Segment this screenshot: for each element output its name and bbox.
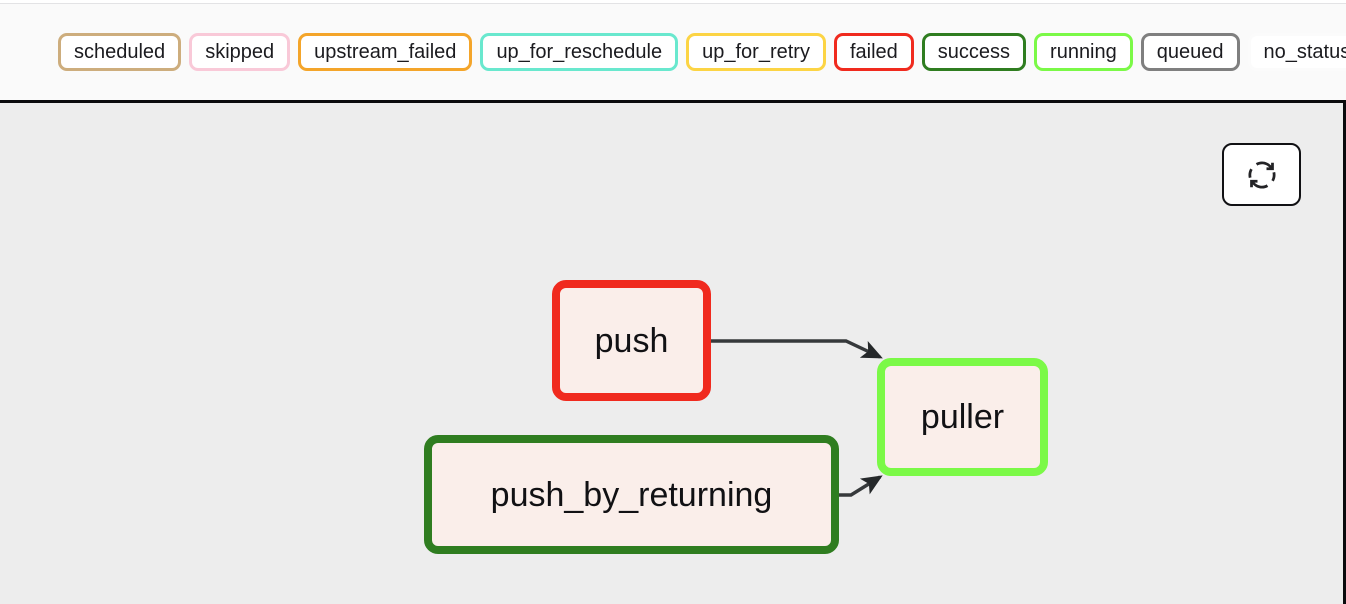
- legend-badge-label: success: [937, 41, 1011, 63]
- task-status-legend: scheduled skipped upstream_failed up_for…: [0, 4, 1346, 100]
- legend-badge-failed[interactable]: failed: [833, 33, 914, 71]
- legend-badge-skipped[interactable]: skipped: [189, 33, 291, 71]
- refresh-button[interactable]: [1222, 143, 1301, 206]
- task-node-push-by-returning[interactable]: push_by_returning: [424, 435, 839, 554]
- task-node-puller[interactable]: puller: [877, 358, 1048, 476]
- graph-canvas[interactable]: push push_by_returning puller: [0, 100, 1346, 604]
- legend-badge-label: queued: [1156, 41, 1224, 63]
- legend-badge-label: running: [1050, 41, 1117, 63]
- legend-badge-no-status[interactable]: no_status: [1247, 33, 1346, 71]
- legend-badge-label: failed: [849, 41, 898, 63]
- legend-badge-label: scheduled: [74, 41, 166, 63]
- task-node-push[interactable]: push: [552, 280, 711, 401]
- edge-push-by-returning-to-puller: [839, 475, 883, 497]
- legend-badge-scheduled[interactable]: scheduled: [58, 33, 182, 71]
- legend-badge-label: no_status: [1263, 41, 1346, 63]
- legend-badge-list: scheduled skipped upstream_failed up_for…: [58, 33, 1346, 71]
- legend-badge-queued[interactable]: queued: [1140, 33, 1240, 71]
- graph-edges: [711, 339, 883, 497]
- task-node-label: push_by_returning: [490, 475, 773, 514]
- top-divider: [0, 3, 1346, 4]
- refresh-icon: [1245, 158, 1279, 192]
- legend-badge-label: upstream_failed: [314, 41, 457, 63]
- edge-push-to-puller: [711, 339, 883, 359]
- legend-badge-up-for-reschedule[interactable]: up_for_reschedule: [480, 33, 679, 71]
- legend-badge-label: skipped: [205, 41, 275, 63]
- legend-badge-running[interactable]: running: [1034, 33, 1133, 71]
- legend-badge-success[interactable]: success: [921, 33, 1027, 71]
- legend-badge-label: up_for_reschedule: [496, 41, 663, 63]
- task-node-label: puller: [920, 398, 1005, 436]
- legend-badge-upstream-failed[interactable]: upstream_failed: [298, 33, 473, 71]
- legend-badge-label: up_for_retry: [702, 41, 810, 63]
- legend-badge-up-for-retry[interactable]: up_for_retry: [686, 33, 826, 71]
- task-node-label: push: [594, 321, 669, 360]
